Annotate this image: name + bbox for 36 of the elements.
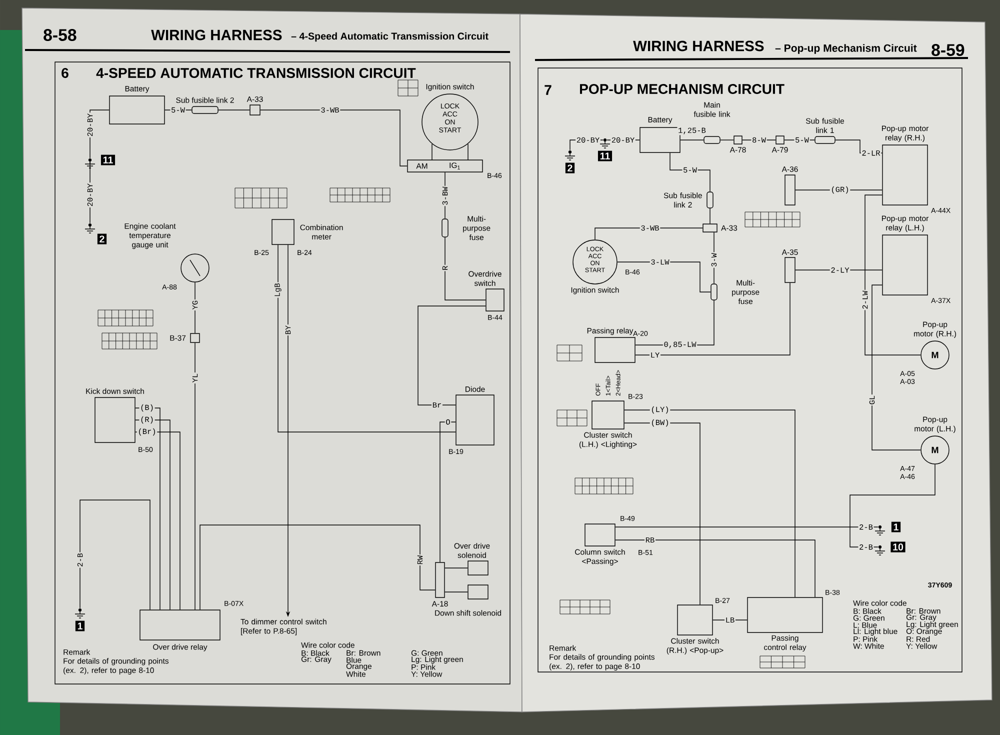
wire	[260, 110, 408, 166]
wire	[850, 464, 936, 548]
wire	[670, 152, 710, 192]
wire	[440, 422, 456, 562]
wire	[635, 282, 790, 356]
wire	[278, 244, 456, 432]
wire	[624, 422, 700, 605]
section-number: 6	[62, 68, 68, 78]
wire	[835, 140, 882, 154]
wire	[135, 420, 170, 610]
wire	[617, 262, 711, 292]
motor-letter: M	[932, 352, 938, 358]
wire	[864, 194, 921, 356]
wire	[418, 306, 486, 406]
page-number: 8-58	[44, 29, 76, 41]
wire	[194, 282, 196, 334]
section-number: 7	[544, 85, 552, 95]
wire	[615, 526, 878, 528]
wire	[872, 284, 921, 450]
section-title: POP-UP MECHANISM CIRCUIT	[580, 84, 784, 94]
wire	[200, 524, 436, 610]
wire	[594, 228, 703, 240]
section-title: 4-SPEED AUTOMATIC TRANSMISSION CIRCUIT	[96, 68, 416, 78]
running-header: WIRING HARNESS	[633, 40, 764, 52]
wire	[624, 410, 796, 598]
wire	[135, 408, 160, 610]
wire	[80, 500, 150, 610]
running-header: WIRING HARNESS	[151, 30, 282, 40]
page-number: 8-59	[932, 44, 964, 56]
running-header: – 4-Speed Automatic Transmission Circuit	[291, 32, 488, 42]
running-header: – Pop-up Mechanism Circuit	[775, 44, 917, 54]
wire	[444, 237, 486, 300]
wire	[615, 540, 816, 598]
motor-letter: M	[932, 446, 938, 454]
wire	[135, 432, 180, 610]
wire	[194, 342, 196, 610]
